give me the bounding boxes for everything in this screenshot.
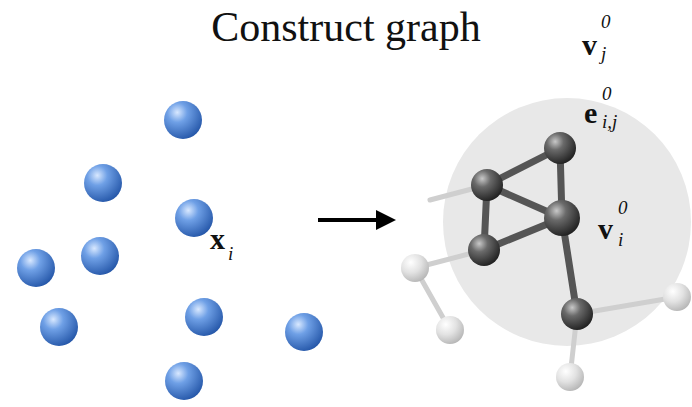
point-subscript: i xyxy=(228,244,233,263)
node-subscript: j xyxy=(601,44,606,63)
node-subscript: i xyxy=(618,230,623,249)
graph-drawing xyxy=(401,98,691,391)
edge-subscript: i,j xyxy=(602,112,617,131)
node-symbol: v xyxy=(598,214,613,244)
transform-arrow xyxy=(318,218,392,222)
point-cloud xyxy=(17,101,323,400)
node-superscript: 0 xyxy=(618,198,628,217)
point-symbol: x xyxy=(210,224,225,254)
edge-superscript: 0 xyxy=(602,84,612,103)
node-superscript: 0 xyxy=(601,12,611,31)
edge-symbol: e xyxy=(584,98,597,128)
node-symbol: v xyxy=(582,30,597,60)
